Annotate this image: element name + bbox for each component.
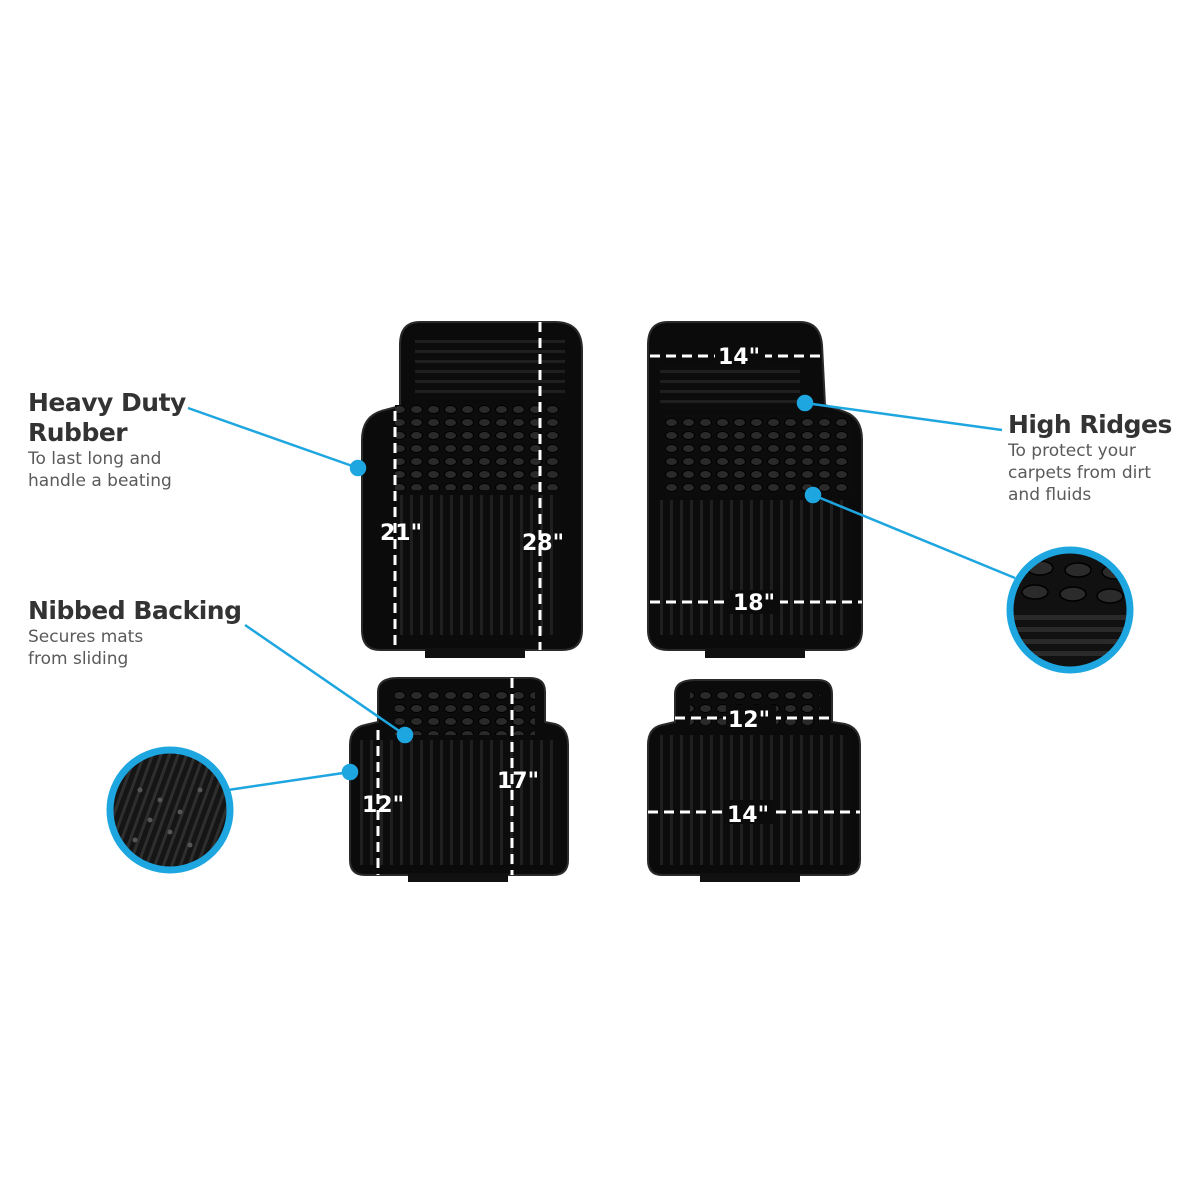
- callout-ridges-desc-1: To protect your: [1008, 441, 1136, 461]
- dim-rear-left-right: 17": [497, 769, 539, 794]
- dim-rear-right-bottom: 14": [727, 803, 769, 828]
- callout-nibbed-desc-2: from sliding: [28, 649, 129, 669]
- high-ridges-closeup: [1006, 546, 1134, 674]
- front-driver-mat: 21" 28": [361, 321, 583, 658]
- nibbed-backing-closeup: [106, 746, 234, 874]
- callout-ridges-desc-3: and fluids: [1008, 485, 1092, 505]
- dim-rear-left-left: 12": [362, 793, 404, 818]
- callout-nibbed-backing: Nibbed Backing Secures mats from sliding: [28, 596, 258, 670]
- callout-heavy-duty-rubber: Heavy Duty Rubber To last long and handl…: [28, 388, 228, 492]
- rear-right-mat: 12" 14": [647, 679, 861, 882]
- callout-lines: [187, 394, 1016, 792]
- dim-rear-right-top: 12": [728, 708, 770, 733]
- callout-high-ridges: High Ridges To protect your carpets from…: [1008, 410, 1188, 506]
- callout-ridges-desc-2: carpets from dirt: [1008, 463, 1152, 483]
- front-passenger-mat: 14" 18": [647, 321, 863, 658]
- dim-front-driver-left: 21": [380, 521, 422, 546]
- callout-nibbed-desc-1: Secures mats: [28, 627, 144, 647]
- callout-heavy-duty-desc-1: To last long and: [28, 449, 162, 469]
- callout-heavy-duty-title-1: Heavy Duty: [28, 388, 186, 417]
- dim-front-passenger-bottom: 18": [733, 591, 775, 616]
- dim-front-driver-right: 28": [522, 531, 564, 556]
- callout-heavy-duty-title-2: Rubber: [28, 418, 128, 447]
- callout-nibbed-title: Nibbed Backing: [28, 596, 242, 625]
- dim-front-passenger-top: 14": [718, 345, 760, 370]
- rear-left-mat: 12" 17": [349, 677, 569, 882]
- callout-heavy-duty-desc-2: handle a beating: [28, 471, 172, 491]
- callout-ridges-title: High Ridges: [1008, 410, 1172, 439]
